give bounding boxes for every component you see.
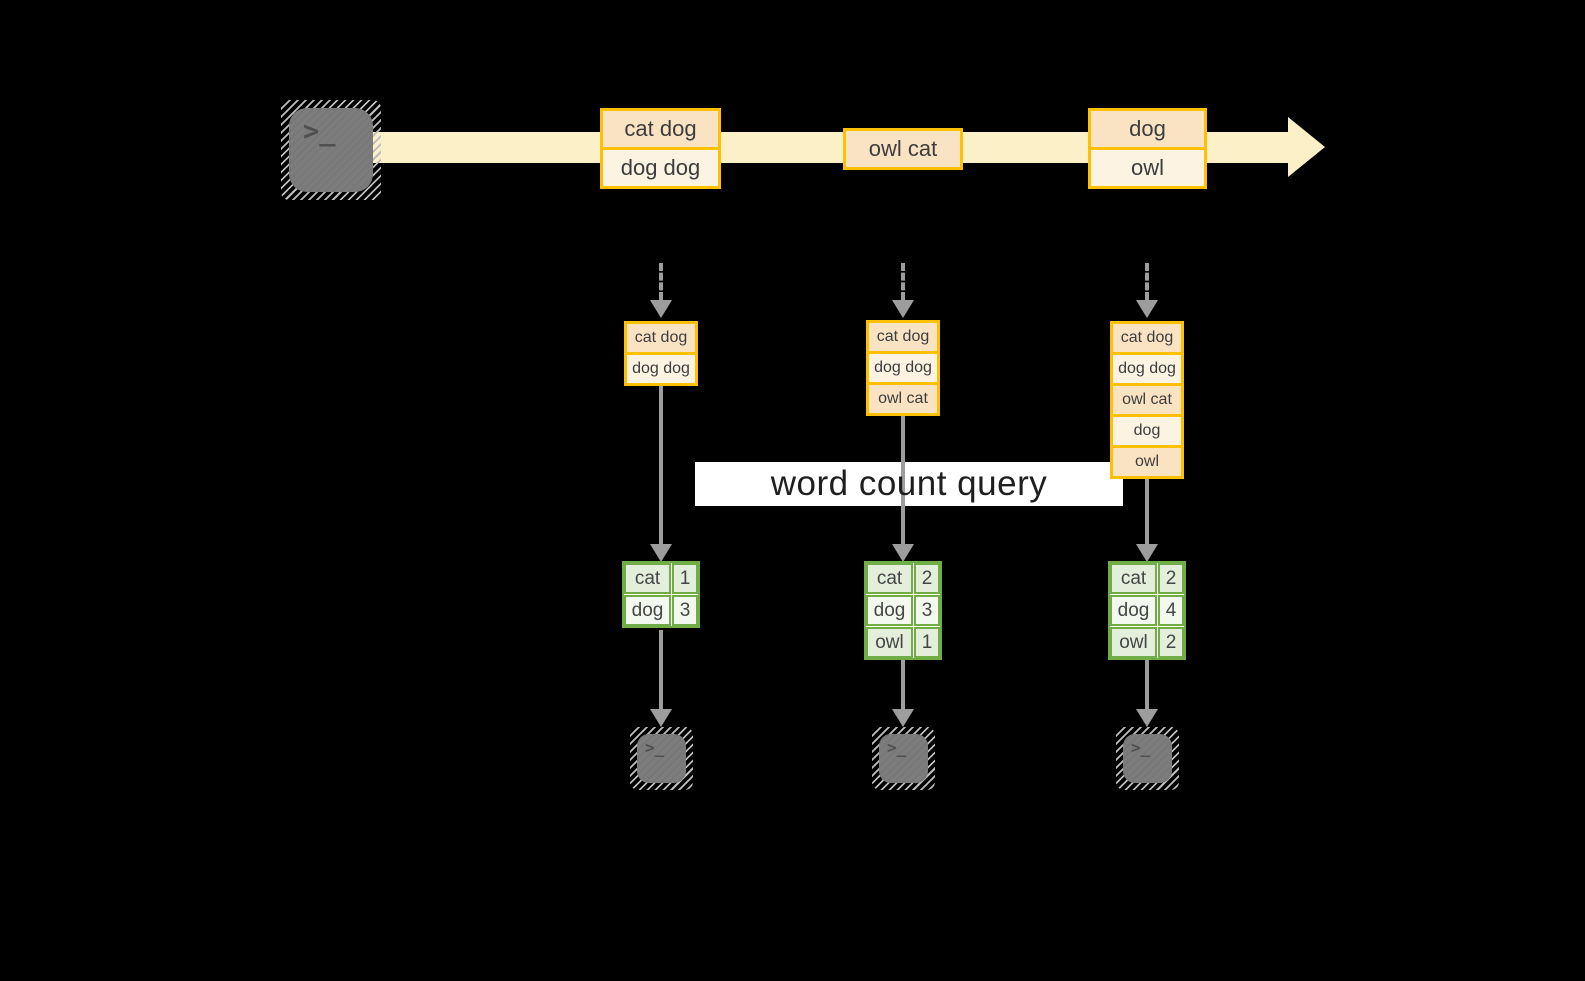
arrow-down-icon: [650, 544, 672, 562]
terminal-prompt-icon: >_: [645, 738, 665, 757]
result-table-2: cat 2 dog 3 owl 1: [864, 561, 942, 660]
stream-record: owl: [1091, 150, 1204, 186]
buffer-stack-2: cat dog dog dog owl cat: [866, 320, 940, 416]
arrow-down-icon: [1136, 544, 1158, 562]
count-cell: 1: [672, 563, 698, 594]
arrow-down-icon: [892, 709, 914, 727]
word-cell: dog: [624, 595, 671, 626]
word-cell: dog: [866, 595, 913, 626]
arrow-line: [901, 416, 905, 545]
terminal-screen: >_: [879, 734, 928, 783]
count-cell: 2: [1158, 627, 1184, 658]
stream-record: dog dog: [603, 150, 718, 186]
stream-record: cat dog: [603, 111, 718, 147]
count-cell: 1: [914, 627, 940, 658]
word-cell: owl: [866, 627, 913, 658]
arrow-down-icon: [1136, 300, 1158, 318]
terminal-screen: >_: [1123, 734, 1172, 783]
sink-terminal-icon: >_: [872, 727, 935, 790]
query-label: word count query: [770, 464, 1048, 503]
dashed-arrow-line: [659, 263, 663, 300]
arrow-line: [901, 660, 905, 710]
result-table-3: cat 2 dog 4 owl 2: [1108, 561, 1186, 660]
word-cell: cat: [866, 563, 913, 594]
arrow-down-icon: [650, 300, 672, 318]
stream-record: owl cat: [846, 131, 960, 167]
count-cell: 2: [1158, 563, 1184, 594]
arrow-line: [1145, 479, 1149, 545]
sink-terminal-icon: >_: [1116, 727, 1179, 790]
count-cell: 4: [1158, 595, 1184, 626]
terminal-prompt-icon: >_: [887, 738, 907, 757]
buffer-record: cat dog: [1113, 324, 1181, 352]
arrow-down-icon: [892, 300, 914, 318]
sink-terminal-icon: >_: [630, 727, 693, 790]
buffer-record: dog dog: [869, 354, 937, 382]
terminal-prompt-icon: >_: [1131, 738, 1151, 757]
terminal-screen: >_: [637, 734, 686, 783]
arrow-line: [1145, 660, 1149, 710]
count-cell: 3: [914, 595, 940, 626]
word-cell: dog: [1110, 595, 1157, 626]
stream-record: dog: [1091, 111, 1204, 147]
source-terminal-icon: >_: [281, 100, 381, 200]
buffer-record: owl cat: [869, 385, 937, 413]
stream-batch-1: cat dog dog dog: [600, 108, 721, 189]
buffer-record: owl: [1113, 448, 1181, 476]
stream-batch-3: dog owl: [1088, 108, 1207, 189]
arrow-line: [659, 630, 663, 710]
query-band: [695, 462, 1123, 506]
word-cell: owl: [1110, 627, 1157, 658]
buffer-stack-3: cat dog dog dog owl cat dog owl: [1110, 321, 1184, 479]
word-cell: cat: [1110, 563, 1157, 594]
count-cell: 2: [914, 563, 940, 594]
arrow-line: [659, 386, 663, 545]
buffer-record: dog: [1113, 417, 1181, 445]
buffer-record: owl cat: [1113, 386, 1181, 414]
terminal-screen: >_: [289, 108, 373, 192]
buffer-record: cat dog: [627, 324, 695, 352]
terminal-prompt-icon: >_: [303, 116, 336, 147]
buffer-record: dog dog: [1113, 355, 1181, 383]
buffer-stack-1: cat dog dog dog: [624, 321, 698, 386]
arrow-down-icon: [1136, 709, 1158, 727]
stream-batch-2: owl cat: [843, 128, 963, 170]
buffer-record: dog dog: [627, 355, 695, 383]
dashed-arrow-line: [901, 263, 905, 300]
count-cell: 3: [672, 595, 698, 626]
dashed-arrow-line: [1145, 263, 1149, 300]
arrow-down-icon: [650, 709, 672, 727]
word-cell: cat: [624, 563, 671, 594]
stream-arrowhead-icon: [1288, 117, 1325, 177]
arrow-down-icon: [892, 544, 914, 562]
buffer-record: cat dog: [869, 323, 937, 351]
result-table-1: cat 1 dog 3: [622, 561, 700, 628]
